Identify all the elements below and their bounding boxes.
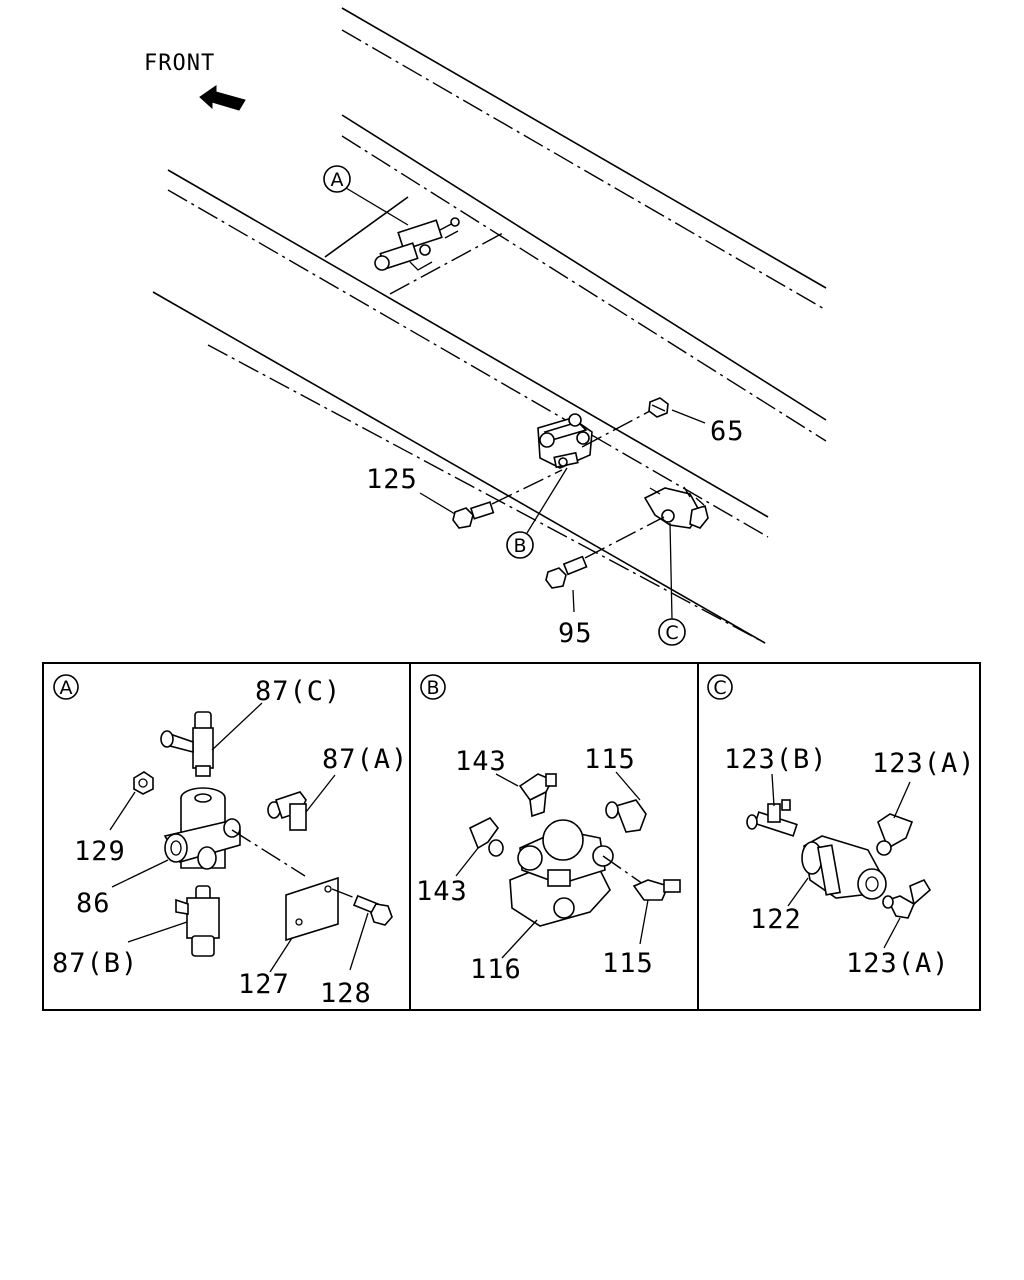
panel-b: B 143 115 143 bbox=[416, 674, 681, 985]
assembly-a-valve bbox=[374, 217, 460, 271]
part-123a-bottom bbox=[882, 878, 932, 949]
part-116 bbox=[501, 819, 614, 959]
part-127 bbox=[269, 876, 339, 973]
label-87b: 87(B) bbox=[52, 948, 138, 979]
part-143-top bbox=[495, 773, 557, 818]
panel-a: A 87(C) 129 86 bbox=[52, 674, 408, 1009]
label-123a-top: 123(A) bbox=[872, 748, 976, 779]
front-arrow-icon bbox=[199, 85, 246, 111]
part-87a bbox=[267, 774, 336, 831]
part-115-top bbox=[605, 771, 647, 833]
part-128 bbox=[331, 888, 393, 971]
label-122: 122 bbox=[750, 904, 802, 935]
label-87a: 87(A) bbox=[322, 744, 408, 775]
frame-rails bbox=[152, 7, 827, 644]
bolt-125 bbox=[419, 492, 495, 529]
part-86 bbox=[111, 787, 241, 888]
part-123b bbox=[746, 773, 798, 837]
part-123a-top bbox=[876, 781, 914, 856]
panel-a-tag: A bbox=[60, 677, 73, 699]
label-115-top: 115 bbox=[584, 744, 636, 775]
label-143-left: 143 bbox=[416, 876, 468, 907]
part-115-bottom bbox=[632, 879, 681, 945]
svg-text:B: B bbox=[513, 535, 526, 557]
part-122 bbox=[787, 835, 887, 907]
part-87c bbox=[160, 702, 263, 777]
part-143-left bbox=[455, 816, 504, 877]
bolt-95 bbox=[545, 555, 588, 613]
label-128: 128 bbox=[320, 978, 372, 1009]
part-87b bbox=[127, 885, 220, 957]
part-129 bbox=[109, 771, 154, 831]
label-125: 125 bbox=[366, 464, 418, 495]
label-127: 127 bbox=[238, 969, 290, 1000]
label-65: 65 bbox=[710, 416, 745, 447]
callout-b: B bbox=[506, 467, 568, 559]
panel-c-tag: C bbox=[713, 677, 726, 699]
label-86: 86 bbox=[76, 888, 111, 919]
panel-c: C 123(B) 123(A) 122 bbox=[707, 674, 976, 979]
panel-b-tag: B bbox=[426, 677, 439, 699]
label-87c: 87(C) bbox=[255, 676, 341, 707]
label-116: 116 bbox=[470, 954, 522, 985]
svg-text:A: A bbox=[331, 169, 344, 191]
assembly-b-valve bbox=[537, 413, 593, 469]
svg-text:C: C bbox=[665, 622, 678, 644]
callout-a: A bbox=[323, 165, 409, 226]
label-95: 95 bbox=[558, 618, 593, 649]
label-143-top: 143 bbox=[455, 746, 507, 777]
detail-panels-frame bbox=[42, 662, 981, 1011]
label-115-bottom: 115 bbox=[602, 948, 654, 979]
label-123a-bottom: 123(A) bbox=[846, 948, 950, 979]
label-123b: 123(B) bbox=[724, 744, 828, 775]
nut-65 bbox=[648, 397, 706, 424]
label-129: 129 bbox=[74, 836, 126, 867]
assembly-c-valve bbox=[643, 486, 709, 529]
front-label: FRONT bbox=[144, 51, 215, 76]
callout-c: C bbox=[658, 522, 686, 646]
